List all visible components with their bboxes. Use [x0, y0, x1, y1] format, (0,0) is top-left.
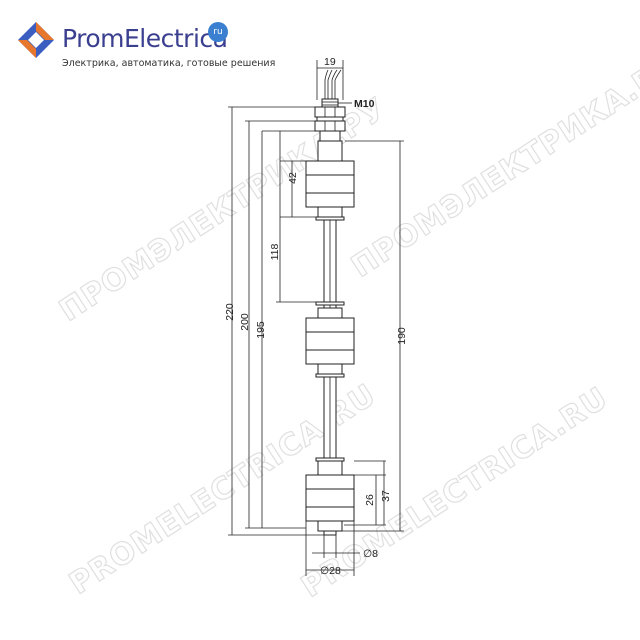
dim-thread: M10 — [354, 98, 375, 110]
dim-overall-200: 200 — [239, 313, 251, 331]
thread-nut — [314, 98, 346, 142]
dim-spacing: 118 — [269, 243, 281, 260]
dim-float-height-top: 42 — [287, 172, 299, 184]
dim-overall-190: 190 — [396, 327, 408, 345]
brand-tagline: Электрика, автоматика, готовые решения — [62, 58, 276, 69]
dim-overall-220: 220 — [224, 303, 236, 321]
dim-float-height-bottom: 26 — [364, 494, 376, 506]
dim-top-width: 19 — [324, 56, 336, 68]
dim-overall-195: 195 — [255, 321, 267, 339]
brand-badge: ru — [208, 22, 228, 42]
dim-rod-diameter: ∅8 — [363, 548, 378, 560]
dimension-lines — [228, 60, 404, 576]
cable-wires — [324, 69, 342, 99]
float-top — [305, 140, 355, 221]
dim-float-diameter: ∅28 — [320, 565, 341, 577]
float-bottom — [305, 457, 355, 536]
float-middle — [305, 307, 355, 378]
logo-mark-icon — [18, 22, 54, 58]
watermark-2: ПРОМЭЛЕКТРИКА.РУ — [345, 47, 640, 285]
stopper-ring — [315, 301, 345, 306]
dim-bottom-37: 37 — [380, 490, 392, 502]
brand-name: PromElectrica — [62, 24, 228, 53]
logo: PromElectrica ru Электрика, автоматика, … — [18, 18, 275, 78]
